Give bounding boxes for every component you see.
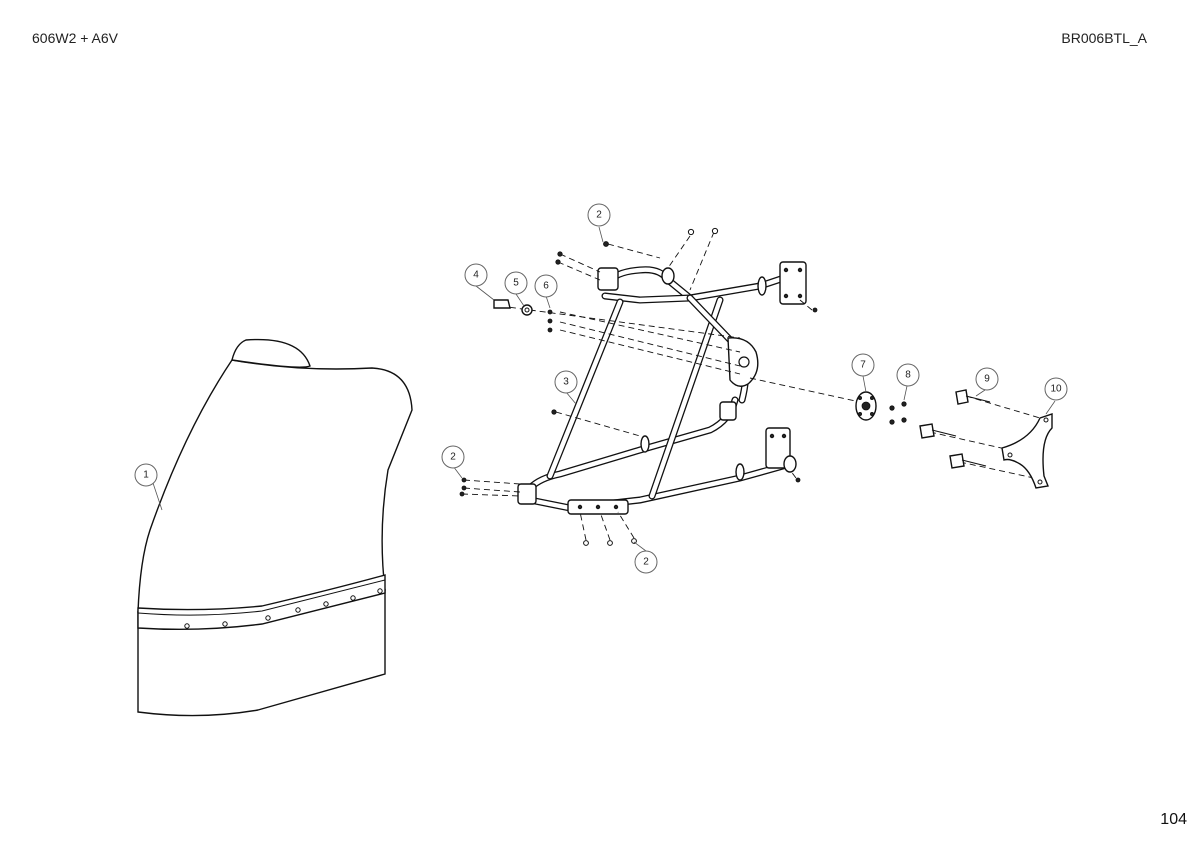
callout-7: 7 xyxy=(851,353,875,377)
drawing-code-label: BR006BTL_A xyxy=(1061,30,1147,46)
assembly-lines xyxy=(461,231,1041,541)
callout-5: 5 xyxy=(504,271,528,295)
callout-6: 6 xyxy=(534,274,558,298)
callout-2-left: 2 xyxy=(441,445,465,469)
callout-4: 4 xyxy=(464,263,488,287)
callout-8: 8 xyxy=(896,363,920,387)
callout-leaders xyxy=(152,226,1056,552)
callout-label: 2 xyxy=(643,557,649,568)
callout-label: 1 xyxy=(143,470,149,481)
callout-label: 2 xyxy=(450,452,456,463)
callout-label: 5 xyxy=(513,278,519,289)
callout-label: 7 xyxy=(860,360,866,371)
part-cover xyxy=(137,338,413,717)
callout-10: 10 xyxy=(1044,377,1068,401)
part-brackets xyxy=(517,261,807,515)
page-number: 104 xyxy=(1160,811,1187,828)
callout-label: 9 xyxy=(984,374,990,385)
callout-label: 2 xyxy=(596,210,602,221)
callout-label: 8 xyxy=(905,370,911,381)
callout-2-bottom: 2 xyxy=(634,550,658,574)
callout-1: 1 xyxy=(134,463,158,487)
callout-2-top: 2 xyxy=(587,203,611,227)
callout-label: 10 xyxy=(1050,384,1062,395)
callout-3: 3 xyxy=(554,370,578,394)
callout-9: 9 xyxy=(975,367,999,391)
callout-label: 3 xyxy=(563,377,569,388)
drawing-model-label: 606W2 + A6V xyxy=(32,30,119,46)
callout-label: 6 xyxy=(543,281,549,292)
fasteners xyxy=(459,227,1053,546)
callout-label: 4 xyxy=(473,270,479,281)
